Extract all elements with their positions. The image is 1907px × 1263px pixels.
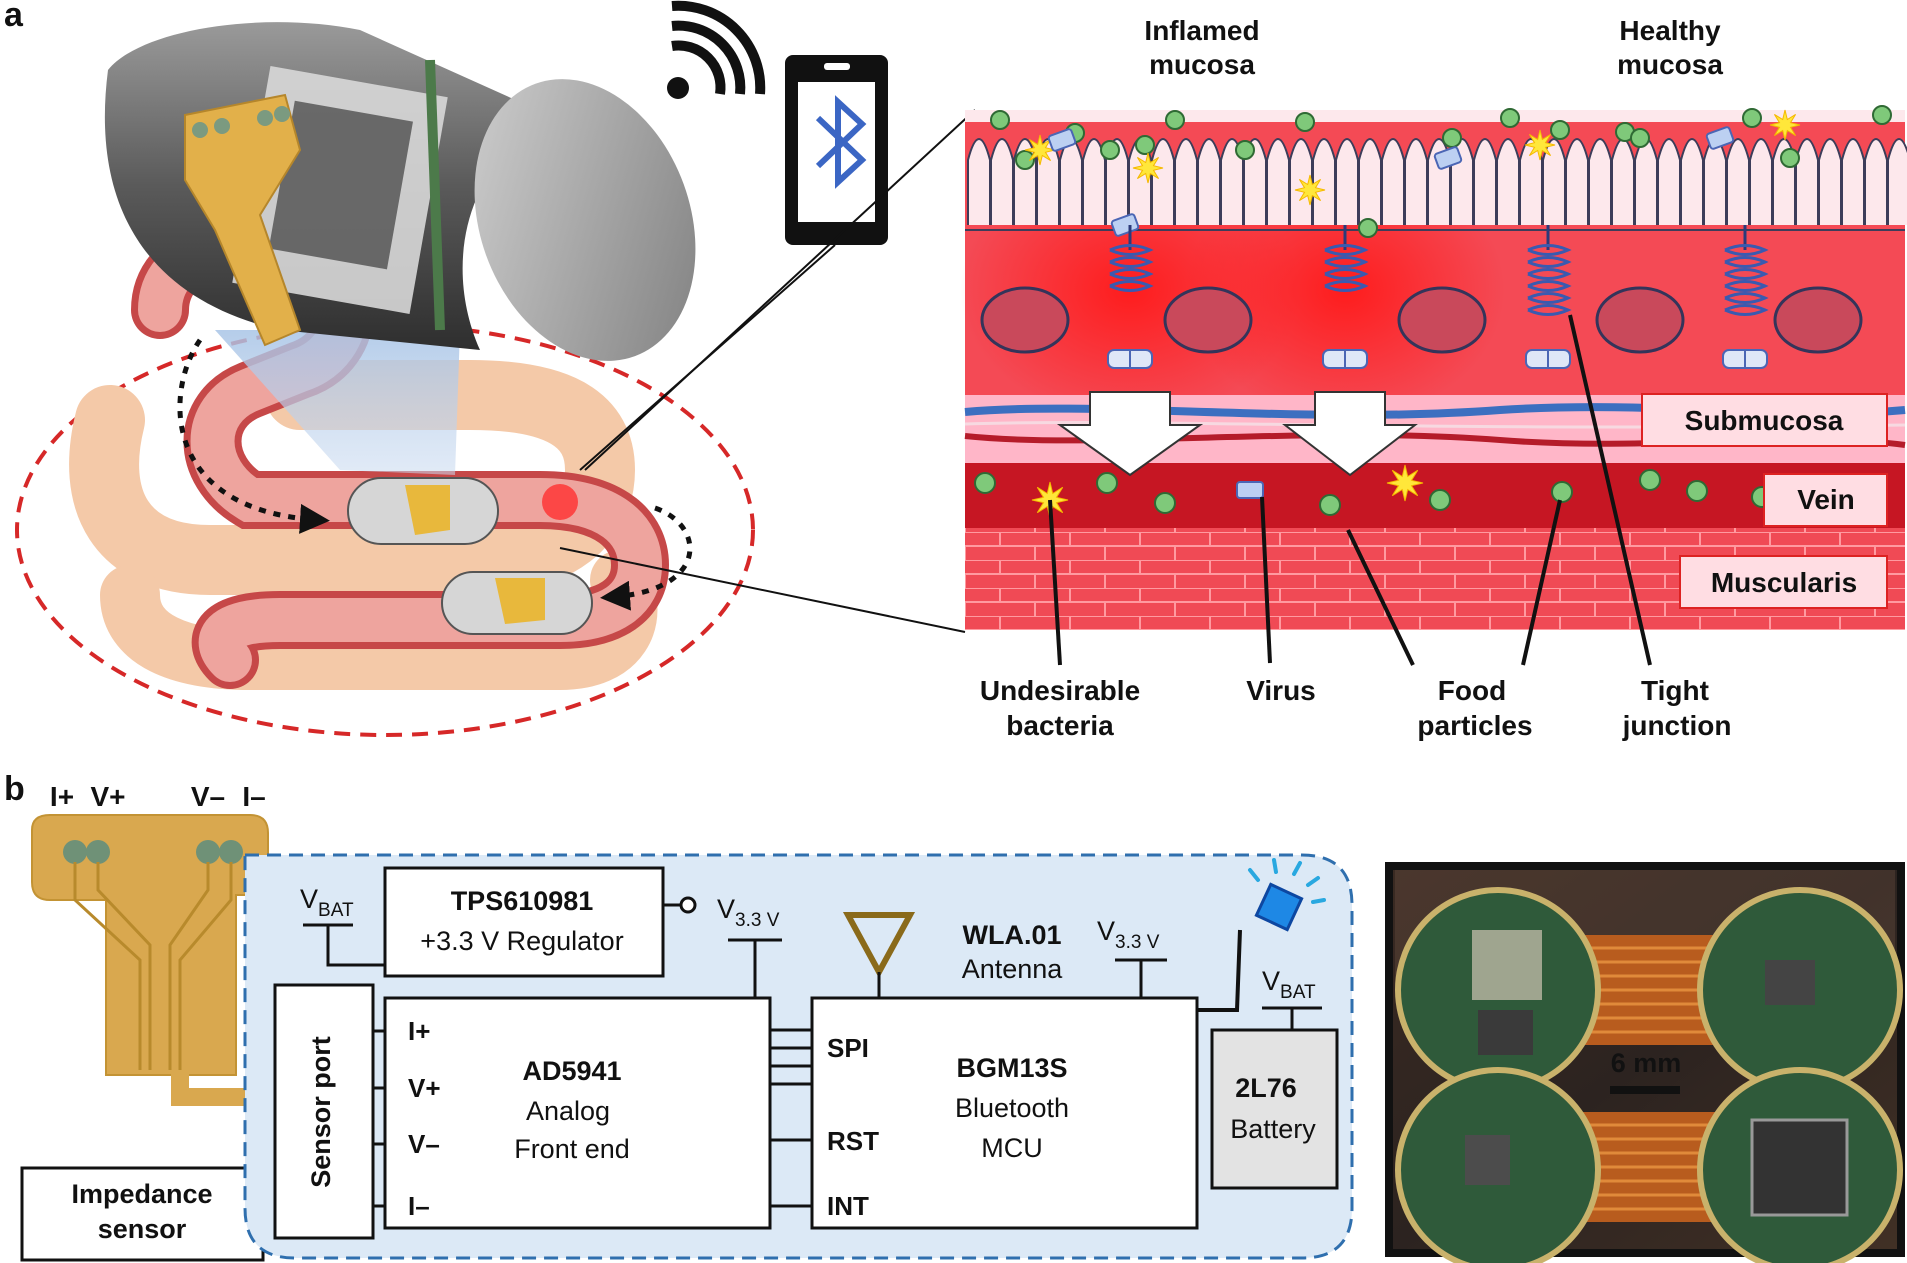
sensor-traces [171,1070,275,1106]
villi [965,105,1907,238]
food-pointer-1 [1346,529,1415,666]
v33-mcu: V3.3 V [1097,916,1160,953]
vbat-right: VBAT [1262,966,1316,1003]
mcu-name: BGM13S [956,1053,1067,1083]
mcu-pin-spi: SPI [827,1033,869,1063]
regulator-output-node [679,896,697,914]
smartphone-icon [785,55,888,245]
bluetooth-icon [815,95,867,189]
capsule-icon [104,22,696,361]
afe-box [383,996,772,1230]
mcu-desc-1: Bluetooth [955,1093,1069,1123]
inflamed-label-1: Inflamed [1144,15,1259,46]
intestine-outline [15,323,755,737]
afe-desc-2: Front end [514,1134,630,1164]
afe-desc-1: Analog [526,1096,610,1126]
virus-label: Virus [1246,675,1316,706]
panel-b-letter: b [4,770,25,808]
impedance-sensor-flex [31,814,269,1076]
leak-arrow-2 [1282,391,1418,477]
electrode-v-minus: V– [191,781,225,812]
sensor-port-label: Sensor port [306,1036,336,1188]
food-label-1: Food [1438,675,1506,706]
battery-name: 2L76 [1235,1073,1297,1103]
cell-nuclei [980,286,1863,354]
pcb-photo: 6 mm [1385,862,1905,1263]
battery-desc: Battery [1230,1114,1316,1144]
tissue-cross-section [960,105,1907,630]
sensor-port [273,983,375,1240]
regulator-box [383,866,665,978]
capsule-small-2 [441,571,593,635]
electrode-i-minus: I– [242,781,265,812]
submucosa-label-box [1641,393,1888,447]
electrode-i-plus: I+ [50,781,74,812]
healthy-label-1: Healthy [1619,15,1721,46]
mcu-pin-int: INT [827,1191,869,1221]
mcu-pin-rst: RST [827,1126,879,1156]
wifi-icon [667,0,766,99]
v33-afe: V3.3 V [717,894,780,931]
impedance-sensor-box [20,1166,265,1262]
food-pointer-2 [1521,499,1562,666]
capsule-small-1 [347,477,499,545]
vein-label-box [1763,473,1888,527]
vbat-left: VBAT [300,884,354,921]
tight-junctions [1107,225,1769,369]
antenna-icon [842,912,916,979]
afe-name: AD5941 [522,1056,621,1086]
virus-pointer [1260,496,1272,664]
afe-pin-v-minus: V– [408,1129,440,1159]
phone-line [579,244,836,471]
bacteria-pointer [1048,499,1062,666]
muscularis-label: Muscularis [1711,567,1857,598]
regulator-desc: +3.3 V Regulator [420,926,623,956]
antenna-name: WLA.01 [962,920,1061,950]
antenna-desc: Antenna [962,954,1064,984]
mcu-desc-2: MCU [981,1133,1043,1163]
capsule-path-arrow-1 [177,338,330,534]
bacteria-label-2: bacteria [1006,710,1114,741]
healthy-label-2: mucosa [1617,49,1723,80]
afe-pin-i-plus: I+ [408,1016,430,1046]
bacteria-label-1: Undesirable [980,675,1140,706]
vein-label: Vein [1797,484,1855,515]
zoom-line-top [584,109,976,471]
tight-label-2: junction [1622,710,1732,741]
impedance-label-2: sensor [98,1214,187,1244]
submucosa-label: Submucosa [1685,405,1844,436]
tight-junction-pointer [1568,314,1652,666]
capsule-projection [215,330,460,475]
scale-bar-label: 6 mm [1611,1048,1682,1078]
mcu-box [810,996,1199,1230]
electrode-v-plus: V+ [90,781,125,812]
battery-box [1210,1028,1339,1190]
muscularis-label-box [1679,555,1888,609]
capsule-path-arrow-2 [600,505,693,611]
zoom-line-bottom [559,547,966,633]
led-icon [1197,858,1326,1012]
tight-label-1: Tight [1641,675,1709,706]
afe-pin-i-minus: I– [408,1191,430,1221]
regulator-name: TPS610981 [451,886,594,916]
leak-arrow-1 [1056,391,1204,477]
inflamed-label-2: mucosa [1149,49,1255,80]
impedance-label-1: Impedance [71,1179,212,1209]
spi-bus [770,1028,812,1208]
food-label-2: particles [1417,710,1532,741]
afe-pin-v-plus: V+ [408,1073,441,1103]
panel-a-letter: a [4,0,24,34]
